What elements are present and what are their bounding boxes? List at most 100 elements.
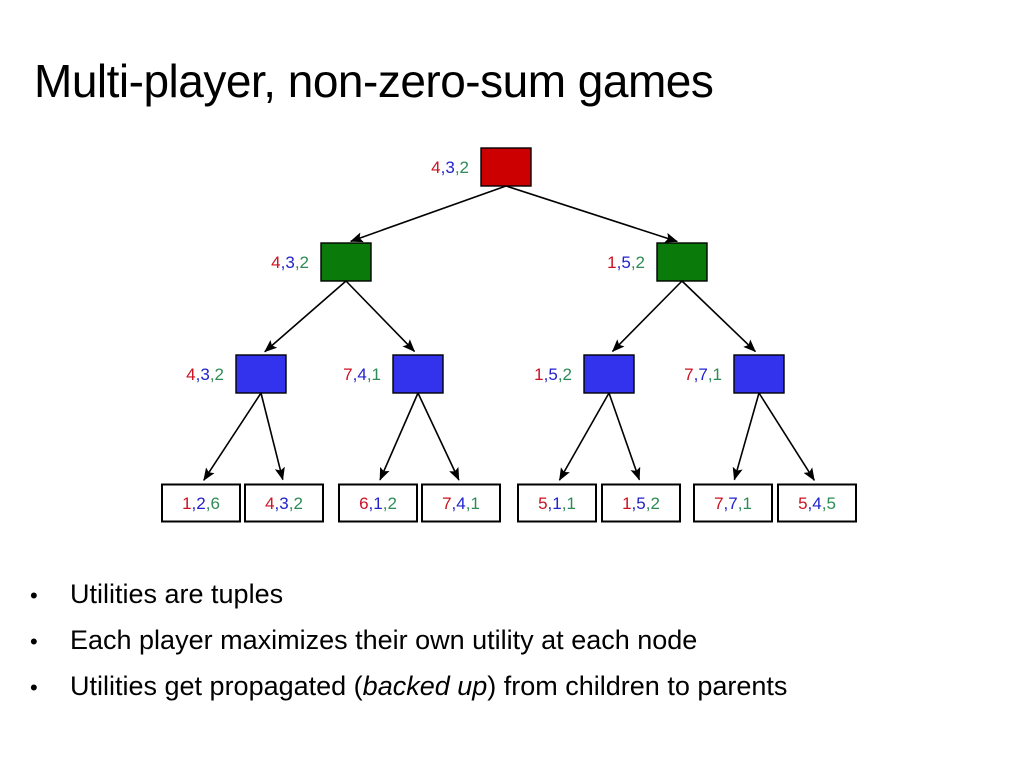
utility-tuple: 4,3,2	[186, 365, 224, 384]
utility-value-player3: ,2	[455, 158, 469, 177]
utility-value-player2: ,5	[544, 365, 558, 384]
utility-value-player1: 4	[271, 253, 280, 272]
tree-edge-b1-to-L2	[260, 392, 285, 481]
bullet-text-before: Utilities get propagated (	[70, 671, 363, 701]
tree-edge-g2-to-b4	[681, 280, 756, 353]
utility-value-player2: ,4	[353, 365, 367, 384]
bullet-text-after: ) from children to parents	[487, 671, 788, 701]
utility-value-player3: ,1	[738, 494, 752, 513]
utility-tuple: 4,3,2	[271, 253, 309, 272]
list-item: • Utilities are tuples	[30, 572, 1010, 618]
utility-value-player3: ,1	[367, 365, 381, 384]
tree-edge-b4-to-L8	[758, 392, 815, 481]
node-box	[733, 354, 785, 394]
tree-edges	[203, 185, 815, 481]
bullet-emphasis: backed up	[362, 671, 488, 701]
leaf-node-L3[interactable]: 6,1,2	[338, 483, 418, 523]
tree-edge-b4-to-L7	[732, 392, 760, 481]
utility-value-player2: ,2	[192, 494, 206, 513]
node-box	[392, 354, 444, 394]
node-box	[777, 483, 857, 523]
decision-node-g2[interactable]	[656, 242, 708, 282]
bullet-marker: •	[30, 675, 38, 700]
node-box	[601, 483, 681, 523]
utility-value-player1: 1	[534, 365, 543, 384]
leaf-node-L7[interactable]: 7,7,1	[693, 483, 773, 523]
leaf-node-L8[interactable]: 5,4,5	[777, 483, 857, 523]
utility-value-player1: 4	[186, 365, 195, 384]
utility-value-player1: 5	[538, 494, 547, 513]
utility-value-player1: 1	[622, 494, 631, 513]
utility-value-player2: ,3	[441, 158, 455, 177]
bullet-marker: •	[30, 629, 38, 654]
utility-tuple: 1,5,2	[534, 365, 572, 384]
leaf-node-L4[interactable]: 7,4,1	[421, 483, 501, 523]
utility-tuple: 1,5,2	[622, 494, 660, 513]
utility-tuple: 7,4,1	[343, 365, 381, 384]
node-box	[693, 483, 773, 523]
utility-tuple: 6,1,2	[359, 494, 397, 513]
utility-value-player2: ,3	[281, 253, 295, 272]
tree-edge-b2-to-L3	[379, 392, 419, 481]
utility-value-player2: ,7	[694, 365, 708, 384]
utility-value-player2: ,3	[196, 365, 210, 384]
bullet-text: Utilities are tuples	[70, 579, 284, 609]
leaf-node-L1[interactable]: 1,2,6	[161, 483, 241, 523]
decision-node-b3[interactable]	[583, 354, 635, 394]
utility-value-player1: 4	[265, 494, 274, 513]
utility-tuple: 5,4,5	[798, 494, 836, 513]
utility-value-player3: ,1	[466, 494, 480, 513]
decision-node-g1[interactable]	[320, 242, 372, 282]
node-box	[235, 354, 287, 394]
utility-value-player3: ,1	[708, 365, 722, 384]
tree-edge-g1-to-b1	[264, 280, 347, 353]
utility-tuple: 7,7,1	[684, 365, 722, 384]
bullet-text: Utilities get propagated (backed up) fro…	[70, 664, 787, 708]
list-item: • Utilities get propagated (backed up) f…	[30, 664, 1010, 710]
decision-node-b2[interactable]	[392, 354, 444, 394]
utility-value-player2: ,5	[617, 253, 631, 272]
leaf-node-L5[interactable]: 5,1,1	[517, 483, 597, 523]
bullet-text: Each player maximizes their own utility …	[70, 625, 698, 655]
utility-tuple: 1,5,2	[607, 253, 645, 272]
utility-value-player2: ,7	[724, 494, 738, 513]
bullet-marker: •	[30, 583, 38, 608]
node-box	[338, 483, 418, 523]
tree-edge-root-to-g2	[505, 185, 679, 243]
node-box	[583, 354, 635, 394]
utility-value-player2: ,3	[275, 494, 289, 513]
leaf-node-L6[interactable]: 1,5,2	[601, 483, 681, 523]
utility-value-player2: ,1	[369, 494, 383, 513]
utility-tuple: 1,2,6	[182, 494, 220, 513]
utility-tuple: 7,7,1	[714, 494, 752, 513]
utility-value-player3: ,2	[383, 494, 397, 513]
utility-value-player3: ,6	[206, 494, 220, 513]
tree-edge-b1-to-L1	[203, 392, 262, 481]
utility-value-player1: 7	[684, 365, 693, 384]
decision-node-root[interactable]	[480, 147, 532, 187]
decision-node-b4[interactable]	[733, 354, 785, 394]
node-box	[656, 242, 708, 282]
utility-value-player3: ,5	[822, 494, 836, 513]
page-title: Multi-player, non-zero-sum games	[34, 54, 714, 107]
list-item: • Each player maximizes their own utilit…	[30, 618, 1010, 664]
utility-tuple: 4,3,2	[431, 158, 469, 177]
tree-edge-root-to-g1	[349, 185, 507, 243]
utility-value-player1: 1	[607, 253, 616, 272]
utility-value-player2: ,5	[632, 494, 646, 513]
utility-value-player1: 6	[359, 494, 368, 513]
leaf-node-L2[interactable]: 4,3,2	[244, 483, 324, 523]
utility-value-player2: ,1	[548, 494, 562, 513]
tree-edge-b3-to-L5	[558, 392, 610, 481]
node-box	[244, 483, 324, 523]
utility-value-player1: 7	[442, 494, 451, 513]
node-box	[480, 147, 532, 187]
decision-node-b1[interactable]	[235, 354, 287, 394]
utility-tuple: 5,1,1	[538, 494, 576, 513]
utility-tuple: 4,3,2	[265, 494, 303, 513]
